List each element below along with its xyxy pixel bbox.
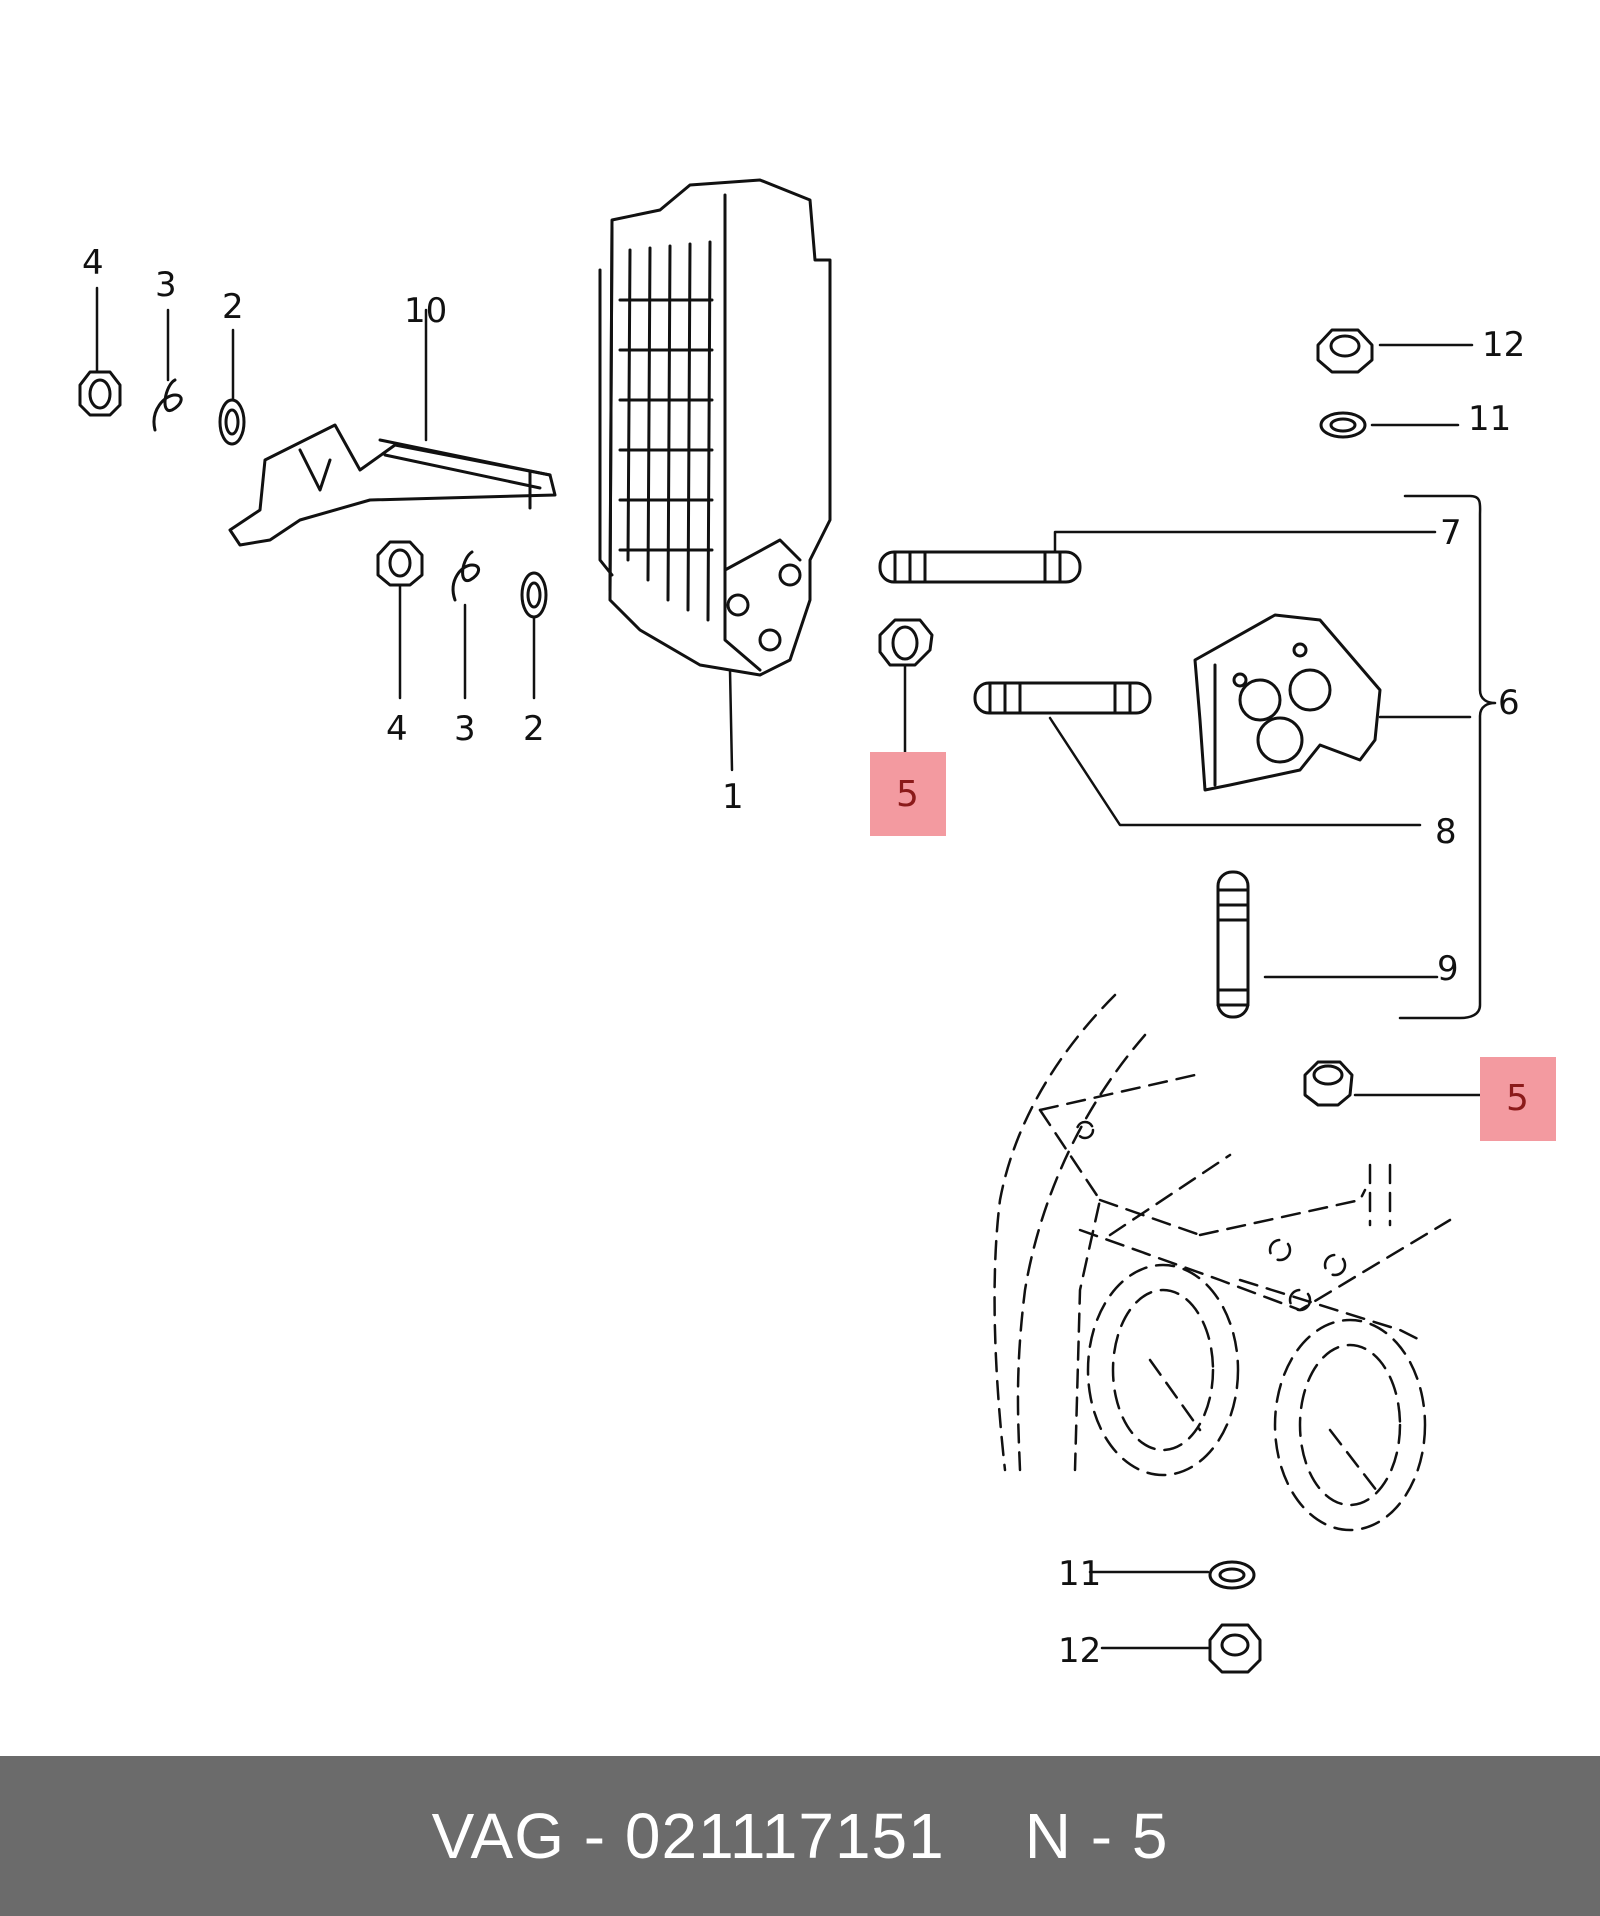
hex-nut-12-top	[1316, 328, 1374, 374]
washer-11-top	[1319, 411, 1367, 439]
callout-labels: 4 3 2 10 4 3 2 1 5 7 6 8 9 5 12 11 11 12	[82, 243, 1529, 1671]
callout-12-top: 12	[1482, 325, 1525, 365]
stud-9	[1216, 870, 1250, 1019]
oil-cooler	[598, 178, 832, 677]
spring-clip-3-bottom	[451, 550, 480, 602]
footer-bar: VAG - 021117151 N - 5	[0, 1756, 1600, 1916]
callout-12-bottom: 12	[1058, 1631, 1101, 1671]
hex-nut-12-bottom	[1208, 1623, 1262, 1674]
washer-2-top	[218, 398, 246, 446]
callout-2-top: 2	[222, 287, 244, 327]
washer-2-bottom	[520, 571, 548, 619]
rubber-bushing-5-lower	[1303, 1060, 1354, 1107]
hex-nut-4-top	[78, 370, 122, 417]
stud-7	[878, 550, 1082, 584]
footer-reference: N - 5	[1024, 1800, 1169, 1872]
callout-1: 1	[722, 777, 744, 817]
engine-outline-dashed	[993, 993, 1452, 1532]
callout-11-top: 11	[1468, 399, 1511, 439]
highlight-box-5-lower	[1480, 1057, 1556, 1141]
exploded-parts-diagram: 4 3 2 10 4 3 2 1 5 7 6 8 9 5 12 11 11 12	[78, 178, 1556, 1674]
callout-4-top: 4	[82, 243, 104, 283]
callout-2-bottom: 2	[523, 709, 545, 749]
callout-6: 6	[1498, 683, 1520, 723]
callout-11-bottom: 11	[1058, 1554, 1101, 1594]
callout-4-bottom: 4	[386, 709, 408, 749]
stud-8	[973, 681, 1152, 715]
washer-11-bottom	[1208, 1560, 1256, 1590]
callout-9: 9	[1437, 949, 1459, 989]
mount-block-6	[1193, 613, 1382, 792]
rubber-bushing-5-upper	[878, 618, 934, 667]
callout-5-upper: 5	[896, 774, 919, 815]
leader-lines	[95, 286, 1497, 1650]
highlight-box-5-upper	[870, 752, 946, 836]
mounting-bracket	[228, 423, 557, 547]
callout-7: 7	[1440, 513, 1462, 553]
callout-3-bottom: 3	[454, 709, 476, 749]
callout-10: 10	[404, 291, 447, 331]
callout-8: 8	[1435, 812, 1457, 852]
callout-5-lower: 5	[1506, 1078, 1529, 1119]
spring-clip-3-top	[152, 378, 183, 432]
callout-3-top: 3	[155, 265, 177, 305]
footer-part-number: VAG - 021117151	[431, 1800, 945, 1872]
hex-nut-4-bottom	[376, 540, 424, 587]
